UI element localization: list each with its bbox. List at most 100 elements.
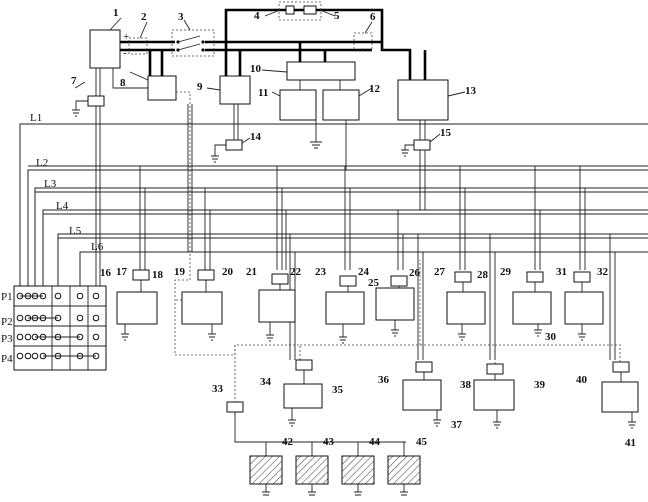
rail-to-13	[380, 42, 412, 80]
num-26: 26	[409, 267, 421, 279]
battery-43	[295, 455, 329, 485]
link-1-8	[112, 68, 148, 89]
load-unit-36-37	[402, 361, 442, 427]
bus-L4	[42, 209, 648, 286]
num-37: 37	[451, 419, 463, 431]
switch-contact	[176, 40, 180, 44]
num-36: 36	[378, 374, 390, 386]
port-label-P4: P4	[1, 353, 13, 365]
num-28: 28	[477, 269, 489, 281]
ground-15	[401, 144, 414, 157]
bus-label-L1: L1	[30, 112, 42, 124]
battery-45	[387, 455, 421, 485]
num-39: 39	[534, 379, 546, 391]
num-31: 31	[556, 266, 567, 278]
bus-label-L5: L5	[69, 225, 82, 237]
load-unit-25-26	[375, 275, 415, 337]
num-30: 30	[545, 331, 557, 343]
block-10	[286, 61, 356, 81]
bank-grounds	[262, 484, 408, 496]
control-dotted-1	[174, 91, 301, 370]
port-label-P2: P2	[1, 316, 13, 328]
num-40: 40	[576, 374, 588, 386]
load-unit-21-22	[258, 273, 296, 342]
sensor-14	[225, 139, 243, 151]
num-44: 44	[369, 436, 381, 448]
leader-14	[241, 137, 251, 144]
num-29: 29	[500, 266, 512, 278]
load-unit-31-32	[564, 271, 604, 341]
bus-L6	[79, 251, 648, 286]
leader-lines-top	[74, 9, 466, 97]
num-7: 7	[71, 75, 77, 87]
num-35: 35	[332, 384, 344, 396]
polarity-plus: +	[123, 31, 129, 43]
battery-42	[249, 455, 283, 485]
bus-L5	[57, 233, 648, 286]
num-45: 45	[416, 436, 428, 448]
block-9	[219, 75, 251, 105]
switch-contact	[176, 48, 180, 52]
port-grid	[14, 286, 106, 370]
load-unit-27-28	[446, 271, 486, 341]
switch-contact	[201, 40, 205, 44]
num-33: 33	[212, 383, 224, 395]
num-8: 8	[120, 77, 126, 89]
feed-8	[148, 50, 164, 76]
num-25: 25	[368, 277, 380, 289]
load-unit-38-39	[473, 363, 515, 429]
num-14: 14	[250, 131, 262, 143]
element-2-dashed	[128, 37, 148, 55]
num-17: 17	[116, 266, 128, 278]
num-6: 6	[370, 11, 376, 23]
trunk-9	[187, 104, 193, 252]
ground-7	[72, 100, 88, 117]
bus-drops	[139, 166, 616, 360]
num-24: 24	[358, 266, 370, 278]
num-22: 22	[290, 266, 302, 278]
block-12	[322, 89, 360, 121]
load-unit-17-18	[116, 269, 158, 341]
bus-label-L6: L6	[91, 241, 104, 253]
num-41: 41	[625, 437, 636, 449]
num-13: 13	[465, 85, 477, 97]
num-18: 18	[152, 269, 164, 281]
switch-contact	[201, 48, 205, 52]
component-number-labels: 1 2 3 4 5 6 7 8 9 10 11 12 13 14 15 16 1…	[71, 7, 636, 449]
sensor-7	[87, 95, 105, 107]
element-6-dashed	[353, 32, 373, 52]
load-unit-40-41	[601, 361, 639, 429]
num-20: 20	[222, 266, 234, 278]
num-3: 3	[178, 11, 184, 23]
bus-label-L4: L4	[56, 200, 69, 212]
num-19: 19	[174, 266, 186, 278]
bank-feed	[234, 412, 406, 456]
num-43: 43	[323, 436, 335, 448]
num-38: 38	[460, 379, 472, 391]
load-unit-34-35	[283, 359, 323, 427]
sensor-15	[413, 139, 431, 151]
element-4	[285, 5, 295, 15]
polarity-minus: -	[123, 47, 127, 59]
leads-15	[419, 120, 426, 210]
num-5: 5	[334, 10, 340, 22]
num-11: 11	[258, 87, 268, 99]
num-34: 34	[260, 376, 272, 388]
load-unit-29-30	[512, 271, 552, 337]
switch-3-blades	[177, 35, 201, 51]
link-10-11-12	[299, 80, 341, 90]
num-1: 1	[113, 7, 119, 19]
num-32: 32	[597, 266, 609, 278]
num-21: 21	[246, 266, 257, 278]
sensor-33	[226, 401, 244, 413]
element-5	[303, 5, 317, 15]
feed-10	[298, 42, 327, 62]
port-label-P1: P1	[1, 291, 13, 303]
num-27: 27	[434, 266, 446, 278]
bus-L2	[27, 169, 648, 286]
bus-label-L3: L3	[44, 178, 57, 190]
feed-9	[224, 42, 242, 76]
block-13	[397, 79, 449, 121]
